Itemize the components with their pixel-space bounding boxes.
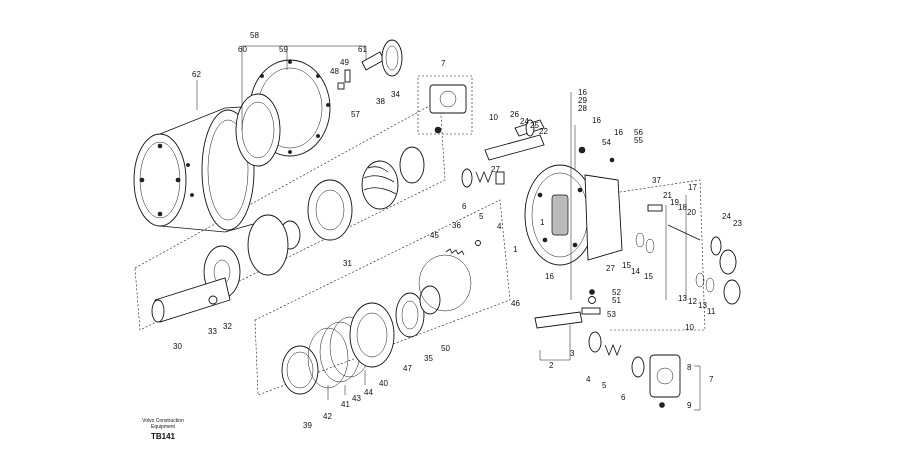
callout-label: 5: [602, 381, 607, 390]
spring-pin: [445, 240, 481, 256]
callout-label: 51: [612, 296, 621, 305]
callout-label: 38: [376, 97, 385, 106]
assembly-boundary-lower: [254, 199, 511, 396]
callout-label: 30: [173, 342, 182, 351]
callout-label: 33: [208, 327, 217, 336]
callout-label: 45: [430, 231, 439, 240]
callout-labels: 58 60 59 61 62 48 49 57 38 34 7 16 29 28…: [173, 31, 742, 430]
callout-label: 7: [441, 59, 446, 68]
callout-label: 53: [607, 310, 616, 319]
callout-label: 6: [621, 393, 626, 402]
callout-label: 20: [687, 208, 696, 217]
callout-label: 7: [709, 375, 714, 384]
small-parts-top: [337, 39, 403, 90]
assembly-boundary-upper: [134, 99, 446, 331]
callout-label: 4: [497, 222, 502, 231]
right-spool-stack: [635, 204, 741, 305]
valve-plate-body: [524, 164, 623, 266]
spool-rods-top: [484, 119, 615, 163]
seal-ring-stack: [281, 254, 472, 395]
callout-label: 34: [391, 90, 400, 99]
callout-label: 56: [634, 128, 643, 137]
valve-block-top: [417, 75, 473, 135]
callout-label: 57: [351, 110, 360, 119]
springs-middle: [461, 168, 505, 188]
callout-label: 22: [539, 127, 548, 136]
callout-label: 50: [441, 344, 450, 353]
assembly-boundary-right: [599, 179, 706, 331]
callout-label: 18: [678, 203, 687, 212]
callout-label: 29: [578, 96, 587, 105]
callout-label: 27: [606, 264, 615, 273]
callout-label: 55: [634, 136, 643, 145]
callout-label: 17: [688, 183, 697, 192]
callout-label: 9: [687, 401, 692, 410]
callout-label: 46: [511, 299, 520, 308]
callout-label: 25: [530, 121, 539, 130]
output-shaft-assembly: [151, 214, 289, 323]
callout-label: 11: [707, 307, 716, 316]
callout-label: 19: [670, 198, 679, 207]
callout-label: 49: [340, 58, 349, 67]
callout-label: 16: [578, 88, 587, 97]
callout-label: 47: [403, 364, 412, 373]
ring-gear-assembly: [235, 59, 331, 167]
callout-label: 48: [330, 67, 339, 76]
callout-label: 35: [424, 354, 433, 363]
callout-label: 1: [513, 245, 518, 254]
callout-label: 1: [540, 218, 545, 227]
leader-lines: [196, 45, 701, 411]
callout-label: 44: [364, 388, 373, 397]
brand-line-2: Equipment: [151, 424, 175, 430]
callout-label: 62: [192, 70, 201, 79]
callout-label: 10: [489, 113, 498, 122]
callout-label: 23: [733, 219, 742, 228]
callout-label: 16: [614, 128, 623, 137]
callout-label: 52: [612, 288, 621, 297]
callout-label: 40: [379, 379, 388, 388]
diagram-code: TB141: [150, 432, 175, 441]
lower-right-parts: [534, 289, 681, 408]
callout-label: 4: [586, 375, 591, 384]
callout-label: 36: [452, 221, 461, 230]
callout-label: 10: [685, 323, 694, 332]
spring-gear-assembly: [279, 146, 425, 250]
callout-label: 54: [602, 138, 611, 147]
callout-label: 24: [520, 117, 529, 126]
callout-label: 16: [592, 116, 601, 125]
callout-label: 2: [549, 361, 554, 370]
callout-label: 3: [570, 349, 575, 358]
callout-label: 21: [663, 191, 672, 200]
callout-label: 26: [510, 110, 519, 119]
callout-label: 59: [279, 45, 288, 54]
callout-label: 28: [578, 104, 587, 113]
callout-label: 31: [343, 259, 352, 268]
callout-label: 43: [352, 394, 361, 403]
callout-label: 15: [644, 272, 653, 281]
callout-label: 32: [223, 322, 232, 331]
callout-label: 14: [631, 267, 640, 276]
footer-brand-block: Volvo Construction Equipment TB141: [128, 418, 198, 441]
callout-label: 16: [545, 272, 554, 281]
callout-label: 13: [698, 301, 707, 310]
callout-label: 60: [238, 45, 247, 54]
callout-label: 39: [303, 421, 312, 430]
callout-label: 61: [358, 45, 367, 54]
callout-label: 5: [479, 212, 484, 221]
callout-label: 37: [652, 176, 661, 185]
brand-line-1: Volvo Construction: [142, 418, 184, 424]
callout-label: 15: [622, 261, 631, 270]
callout-label: 8: [687, 363, 692, 372]
callout-label: 42: [323, 412, 332, 421]
callout-label: 58: [250, 31, 259, 40]
callout-label: 27: [491, 165, 500, 174]
callout-label: 12: [688, 297, 697, 306]
callout-label: 6: [462, 202, 467, 211]
callout-label: 24: [722, 212, 731, 221]
callout-label: 13: [678, 294, 687, 303]
callout-label: 41: [341, 400, 350, 409]
